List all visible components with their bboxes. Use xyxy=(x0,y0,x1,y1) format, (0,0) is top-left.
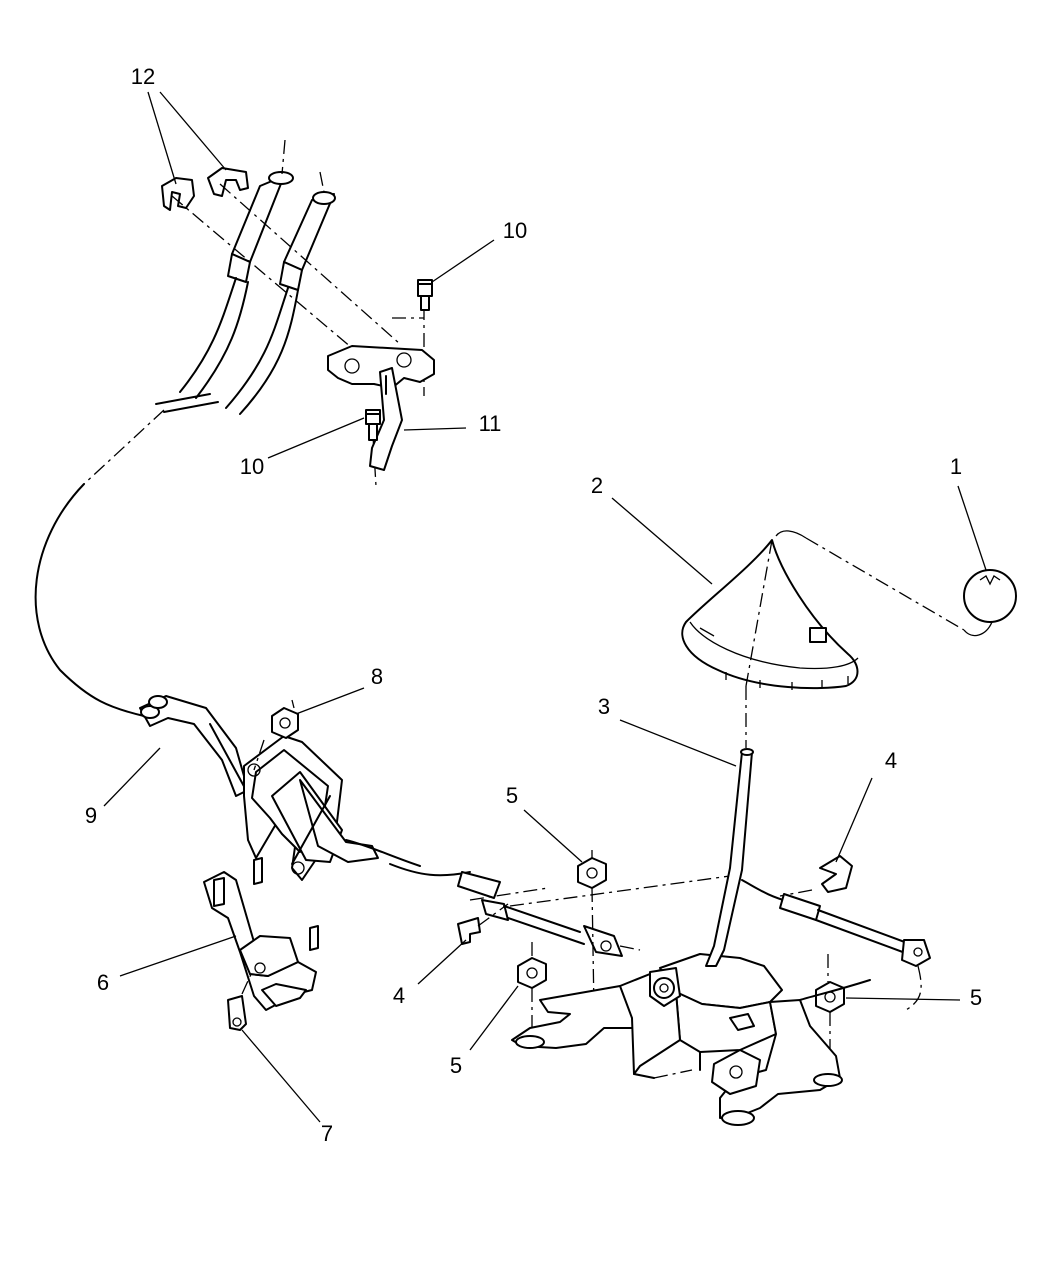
nut-lower-left xyxy=(517,957,547,989)
callout-5-top: 5 xyxy=(505,783,519,808)
callout-10-top: 10 xyxy=(502,218,528,243)
callout-2: 2 xyxy=(590,473,604,498)
retaining-clip-left xyxy=(161,177,195,211)
shift-knob xyxy=(963,569,1017,623)
callout-1: 1 xyxy=(949,454,963,479)
bolt-bottom xyxy=(227,995,247,1031)
cable-clip-right xyxy=(819,855,853,893)
cable-bracket xyxy=(327,345,435,471)
callout-5-bottom: 5 xyxy=(449,1053,463,1078)
callout-11: 11 xyxy=(478,411,502,436)
callout-4-left: 4 xyxy=(392,983,406,1008)
cable-mount-bracket xyxy=(203,735,379,1011)
callout-7: 7 xyxy=(320,1121,334,1146)
nut-lower-right xyxy=(815,981,845,1013)
callout-12: 12 xyxy=(130,64,156,89)
callout-5-right: 5 xyxy=(969,985,983,1010)
shift-cable-upper-ends xyxy=(155,171,336,415)
shift-lever xyxy=(705,748,754,967)
retaining-clip-right xyxy=(207,167,249,197)
callout-6: 6 xyxy=(96,970,110,995)
callout-8: 8 xyxy=(370,664,384,689)
cable-clip-left xyxy=(457,917,481,945)
shift-cable-lower-ends xyxy=(139,695,249,797)
nut-upper-middle xyxy=(577,857,607,889)
shift-boot xyxy=(681,539,859,690)
nut-upper xyxy=(271,707,299,739)
bolt-lower xyxy=(365,409,381,441)
callout-9: 9 xyxy=(84,803,98,828)
callout-3: 3 xyxy=(597,694,611,719)
callout-4-right: 4 xyxy=(884,748,898,773)
callout-10-bottom: 10 xyxy=(239,454,265,479)
bolt-upper xyxy=(417,279,433,311)
callout-leaders xyxy=(103,91,987,1123)
shifter-base xyxy=(511,953,871,1126)
